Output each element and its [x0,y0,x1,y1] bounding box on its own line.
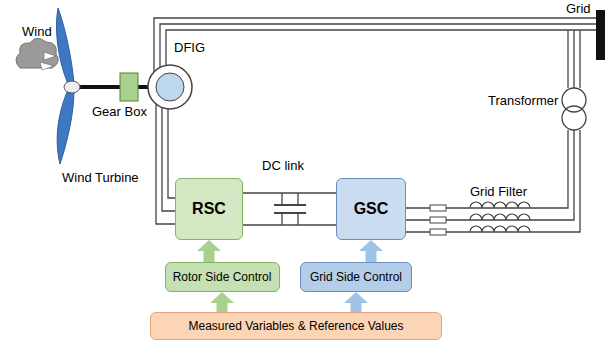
component-label: Grid [566,1,591,16]
gear-box [120,73,138,101]
dc-link [243,193,336,225]
component-label: DC link [262,158,304,173]
component-label: Wind [22,24,52,39]
inductor-symbol [470,202,530,232]
component-label: Transformer [488,93,558,108]
node-text: GSC [354,200,389,218]
component-label: Wind Turbine [62,170,139,185]
dc-bus-line [243,192,336,193]
resistor-symbol [430,205,446,235]
signal-arrow [351,303,362,312]
transformer-symbol [562,88,586,130]
wind-cloud [16,38,58,70]
signal-arrow [204,251,215,262]
node-text: Measured Variables & Reference Values [188,319,403,333]
node-text: Rotor Side Control [173,270,272,284]
wind-turbine [56,8,150,164]
converter-box: GSC [336,178,406,240]
control-box: Grid Side Control [300,262,412,292]
signal-arrow [366,251,377,262]
signal-arrow [217,303,228,312]
dfig-machine [148,65,192,109]
converter-box: RSC [175,178,243,240]
grid-bar [596,10,605,60]
control-box: Rotor Side Control [165,262,280,292]
component-label: Grid Filter [470,184,527,199]
component-label: DFIG [174,40,205,55]
node-text: Grid Side Control [310,270,402,284]
node-text: RSC [192,200,226,218]
measurement-box: Measured Variables & Reference Values [150,312,442,340]
component-label: Gear Box [92,104,147,119]
